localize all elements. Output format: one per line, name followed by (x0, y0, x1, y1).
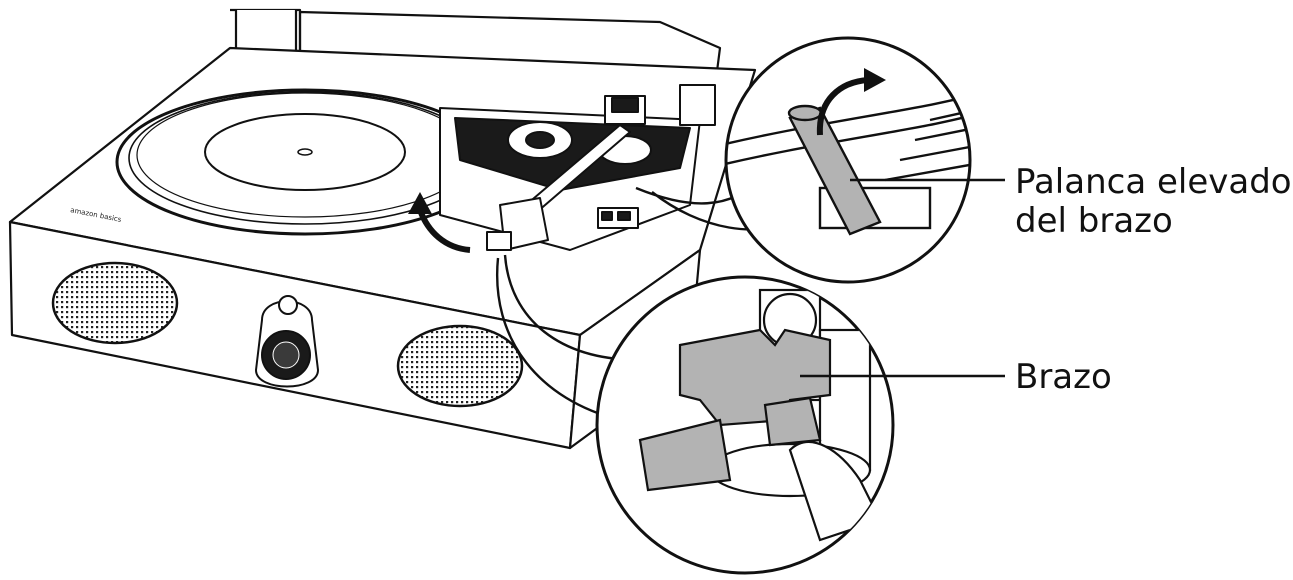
lift-lever-label-line-2: del brazo (1015, 201, 1173, 241)
lift-lever-label-line-1: Palanca elevadora (1015, 162, 1293, 202)
platter (115, 88, 495, 236)
volume-knob (254, 295, 320, 388)
tonearm-zoom (595, 275, 895, 575)
left-speaker-grille (51, 261, 179, 345)
leader-lines (800, 178, 1005, 378)
upward-arrow-icon (816, 68, 886, 136)
right-speaker-grille (396, 324, 524, 408)
lift-lever-zoom (724, 36, 972, 284)
tonearm-plate (439, 84, 716, 251)
tonearm-label: Brazo (1015, 357, 1112, 397)
rotation-arrow-icon (408, 192, 471, 253)
